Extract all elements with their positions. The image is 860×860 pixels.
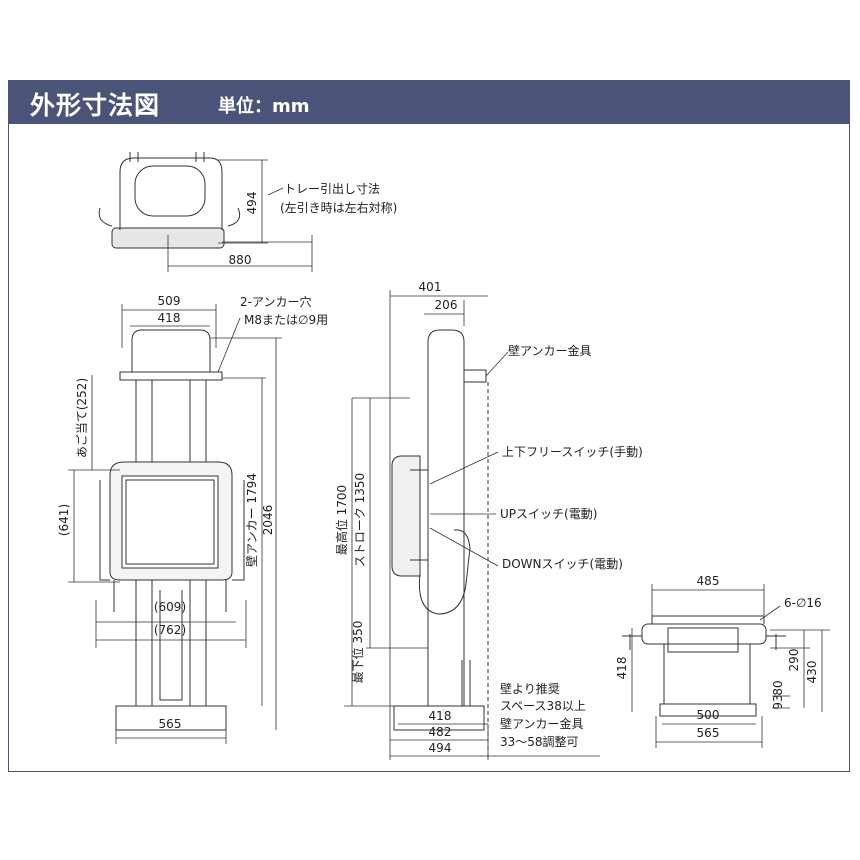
wall-note-line2: スペース38以上 xyxy=(500,699,586,713)
top-body-outline xyxy=(119,157,223,230)
side-column xyxy=(427,329,465,707)
side-view xyxy=(344,290,600,760)
front-dim-641: (641) xyxy=(57,504,71,536)
top-seat-outline xyxy=(134,165,206,217)
base-wheels xyxy=(622,634,786,650)
base-dim-565: 565 xyxy=(697,726,720,740)
lowest-position: 最下位 350 xyxy=(350,621,365,684)
base-dim-430: 430 xyxy=(805,661,819,684)
highest-position: 最高位 1700 xyxy=(334,485,349,555)
front-armrests xyxy=(99,480,245,581)
front-chair-screen-inner xyxy=(125,479,215,565)
dim-641-lines xyxy=(68,469,120,583)
chin-rest-label: あご当て(252) xyxy=(74,378,89,458)
side-base-detail xyxy=(461,660,471,706)
side-dim-494: 494 xyxy=(429,741,452,755)
header-bar: 外形寸法図 単位：mm xyxy=(8,80,850,124)
base-dim-290: 290 xyxy=(787,649,801,672)
top-handles xyxy=(98,207,241,227)
top-view xyxy=(98,152,313,272)
top-dim-880: 880 xyxy=(229,253,252,267)
base-dim-418: 418 xyxy=(615,657,629,680)
front-dim-609: (609) xyxy=(154,600,186,614)
front-legs xyxy=(113,580,227,612)
page-title: 外形寸法図 xyxy=(30,91,161,120)
front-slider xyxy=(159,590,183,701)
base-dim-93: 93 xyxy=(771,694,785,709)
side-dim-418: 418 xyxy=(429,709,452,723)
stroke-label: ストローク 1350 xyxy=(353,473,367,567)
base-panel xyxy=(667,627,739,653)
front-view xyxy=(68,304,282,744)
anchor-hole-leader xyxy=(217,317,241,373)
front-dim-2046: 2046 xyxy=(261,505,275,536)
tray-note-line1: トレー引出し寸法 xyxy=(284,182,380,196)
base-dim-80: 80 xyxy=(771,680,785,695)
front-column-top xyxy=(131,329,211,372)
dim-494-lines xyxy=(218,159,268,244)
base-plate xyxy=(641,623,767,645)
side-chair-back xyxy=(391,455,421,577)
front-dim-565: 565 xyxy=(159,717,182,731)
side-base xyxy=(393,705,485,731)
base-dim-500: 500 xyxy=(697,708,720,722)
dim-401-206-lines xyxy=(389,290,488,760)
side-chair-panel xyxy=(410,469,429,561)
front-base xyxy=(115,705,227,731)
front-dim-762: (762) xyxy=(154,623,186,637)
wall-note-line3: 壁アンカー金具 xyxy=(500,716,584,731)
up-switch-label: UPスイッチ(電動) xyxy=(500,507,597,521)
side-dim-482: 482 xyxy=(429,725,452,739)
wall-note-line1: 壁より推奨 xyxy=(500,681,560,696)
dim-height-lines xyxy=(210,337,282,730)
free-switch-label: 上下フリースイッチ(手動) xyxy=(502,445,643,459)
dim-500-565-lines xyxy=(655,716,763,748)
base-holes-label: 6-∅16 xyxy=(784,596,822,610)
wall-note-line4: 33〜58調整可 xyxy=(500,734,579,749)
base-feet xyxy=(659,703,757,717)
front-dim-509: 509 xyxy=(158,294,181,308)
top-brackets xyxy=(129,152,205,162)
switch-leaders xyxy=(429,351,509,567)
dim-880-lines xyxy=(167,235,313,272)
holes-leader xyxy=(759,605,781,621)
base-dim-485: 485 xyxy=(697,574,720,588)
side-anchor-bracket xyxy=(463,369,487,383)
dim-609-762-lines xyxy=(95,600,247,648)
front-anchor-plate xyxy=(119,371,223,381)
tray-note-leader xyxy=(267,187,284,196)
anchor-hole-line2: M8または∅9用 xyxy=(244,313,328,327)
side-dim-206: 206 xyxy=(435,298,458,312)
wall-anchor-1794: 壁アンカー 1794 xyxy=(244,473,259,567)
tray-note-line2: (左引き時は左右対称) xyxy=(280,200,397,215)
side-handle xyxy=(418,529,471,615)
down-switch-label: DOWNスイッチ(電動) xyxy=(502,557,623,571)
dim-bottom-lines xyxy=(390,723,489,760)
side-dim-401: 401 xyxy=(419,280,442,294)
front-dim-418: 418 xyxy=(158,311,181,325)
dim-565-lines xyxy=(115,730,227,744)
wall-anchor-bracket-label: 壁アンカー金具 xyxy=(508,343,592,358)
dim-right-lines xyxy=(631,628,830,712)
unit-label: 単位：mm xyxy=(218,96,310,117)
dim-509-lines xyxy=(121,304,217,348)
dim-485-lines xyxy=(651,584,765,616)
front-chair-screen xyxy=(121,475,219,569)
base-column-footprint xyxy=(663,643,751,705)
dim-stroke-lines xyxy=(344,397,428,707)
anchor-hole-line1: 2-アンカー穴 xyxy=(240,294,312,309)
base-view xyxy=(622,584,830,748)
base-top-edge xyxy=(651,615,765,624)
top-dim-494: 494 xyxy=(245,192,259,215)
